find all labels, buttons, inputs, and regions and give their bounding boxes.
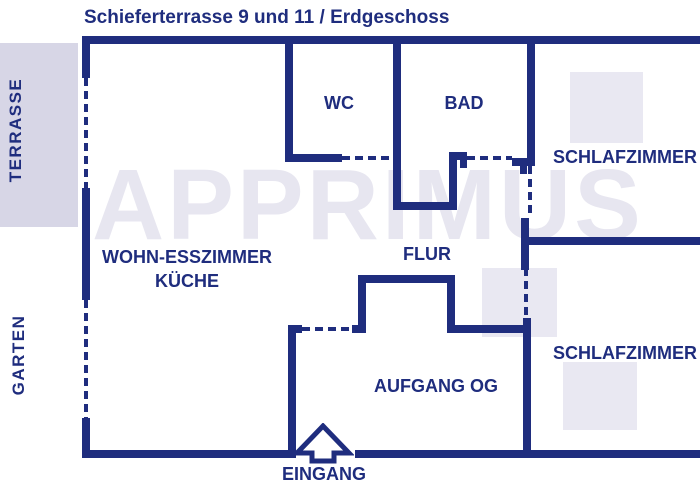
- terrace-area: [0, 43, 78, 227]
- furniture-block: [563, 362, 637, 430]
- door-jamb: [520, 166, 527, 174]
- furniture-block: [570, 72, 643, 143]
- door-opening: [342, 156, 393, 160]
- wall-segment: [82, 188, 90, 300]
- wall-segment: [288, 325, 296, 458]
- wall-segment: [82, 418, 90, 458]
- door-jamb: [460, 152, 467, 168]
- garden-label: GARTEN: [9, 314, 28, 396]
- wall-segment: [82, 36, 90, 78]
- room-label-schlafzimmer-top: SCHLAFZIMMER: [553, 147, 697, 167]
- wall-segment: [393, 202, 457, 210]
- wall-segment: [358, 275, 455, 283]
- room-label-flur: FLUR: [403, 244, 451, 264]
- door-opening: [467, 156, 512, 160]
- room-label-wc: WC: [324, 93, 354, 113]
- wall-segment: [393, 36, 401, 210]
- wall-segment: [449, 152, 457, 210]
- wall-segment: [358, 275, 366, 333]
- wall-segment: [449, 152, 467, 160]
- wall-segment: [512, 158, 535, 166]
- wall-segment: [285, 154, 342, 162]
- door-opening: [528, 166, 532, 218]
- wall-segment: [527, 36, 535, 166]
- wall-segment: [521, 218, 529, 245]
- door-opening: [302, 327, 354, 331]
- door-opening: [84, 300, 88, 418]
- wall-segment: [447, 275, 455, 333]
- wall-segment: [521, 237, 700, 245]
- entrance-arrow-icon: [294, 423, 354, 464]
- room-label-schlafzimmer-bottom: SCHLAFZIMMER: [553, 343, 697, 363]
- plan-title: Schieferterrasse 9 und 11 / Erdgeschoss: [84, 7, 450, 28]
- room-label-aufgang-og: AUFGANG OG: [374, 376, 498, 396]
- terrace-label: TERRASSE: [6, 77, 25, 183]
- door-opening: [524, 268, 528, 320]
- room-label-bad: BAD: [444, 93, 484, 113]
- room-label-wohn-esszimmer: WOHN-ESSZIMMER: [102, 247, 272, 267]
- wall-segment: [82, 450, 296, 458]
- wall-segment: [82, 36, 700, 44]
- wall-segment: [521, 245, 529, 270]
- entrance-label: EINGANG: [282, 464, 367, 484]
- wall-segment: [447, 325, 531, 333]
- room-label-kueche: KÜCHE: [154, 271, 219, 291]
- wall-segment: [523, 318, 531, 458]
- wall-segment: [285, 36, 293, 162]
- door-opening: [84, 78, 88, 188]
